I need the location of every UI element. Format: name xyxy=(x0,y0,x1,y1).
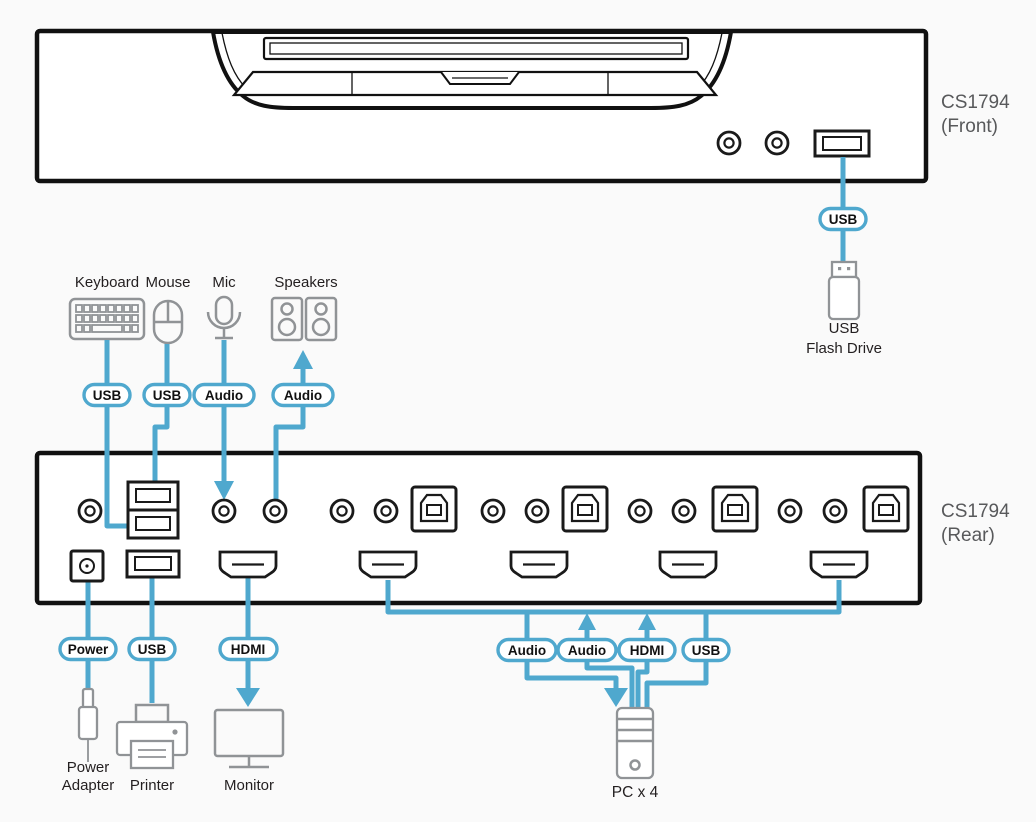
flash-usb-badge-text: USB xyxy=(829,212,858,227)
flash-usb-badge xyxy=(818,206,868,232)
mic-audio-badge xyxy=(192,382,256,408)
mic-label: Mic xyxy=(212,274,236,291)
port4-mic-jack xyxy=(777,498,803,524)
speakers-audio-badge xyxy=(271,382,335,408)
port2-audio-jack xyxy=(524,498,550,524)
rear-jack-1 xyxy=(77,498,103,524)
power-adapter-label-line1: Power xyxy=(67,759,110,776)
keyboard-usb-badge xyxy=(82,382,132,408)
power-adapter-icon xyxy=(77,687,99,762)
monitor-hdmi-badge xyxy=(218,636,279,662)
pc-audio2-badge xyxy=(556,637,618,663)
front-usb-port xyxy=(813,129,871,158)
pc-arrowhead xyxy=(604,688,628,707)
rear-power-jack xyxy=(69,549,105,583)
tray-slot-inner xyxy=(269,42,683,55)
tray-slot xyxy=(262,36,690,61)
mic-icon xyxy=(206,295,242,340)
mouse-usb-badge xyxy=(142,382,192,408)
port2-hdmi xyxy=(509,550,569,579)
port1-usbb xyxy=(410,485,458,533)
monitor-arrowhead xyxy=(236,688,260,707)
rear-monitor-hdmi xyxy=(218,550,278,579)
monitor-label: Monitor xyxy=(224,777,274,794)
rear-console-usb-ports xyxy=(126,480,180,540)
power-adapter-label-line2: Adapter xyxy=(62,777,115,794)
rear-speaker-jack xyxy=(262,498,288,524)
pc-audio1-badge-text: Audio xyxy=(508,643,546,658)
usb-flash-drive-icon xyxy=(827,260,861,321)
rear-mic-jack xyxy=(211,498,237,524)
front-tray xyxy=(211,30,733,110)
port4-audio-jack xyxy=(822,498,848,524)
power-badge-text: Power xyxy=(68,642,109,657)
port3-usbb xyxy=(711,485,759,533)
cable-badges: USB USB Audio Audio USB Power USB HDMI A… xyxy=(58,206,868,663)
front-mic-jack xyxy=(716,130,742,156)
pc-hdmi-badge-text: HDMI xyxy=(630,643,665,658)
front-audio-jack xyxy=(764,130,790,156)
connection-lines xyxy=(85,157,846,708)
printer-icon xyxy=(115,703,189,770)
pc-audio2-badge-text: Audio xyxy=(568,643,606,658)
rear-model-label: CS1794 xyxy=(941,501,1010,522)
rear-printer-usb-port xyxy=(125,549,181,579)
pc-audio1-badge xyxy=(496,637,558,663)
mic-audio-badge-text: Audio xyxy=(205,388,243,403)
pc-usb-badge xyxy=(681,637,731,663)
pc-audio2-arrowhead xyxy=(578,613,596,630)
speakers-arrowhead xyxy=(293,350,313,369)
printer-usb-badge xyxy=(127,636,177,662)
port2-usbb xyxy=(561,485,609,533)
port1-mic-jack xyxy=(329,498,355,524)
mouse-label: Mouse xyxy=(145,274,190,291)
keyboard-label: Keyboard xyxy=(75,274,139,291)
rear-ports xyxy=(69,480,910,583)
keyboard-icon xyxy=(68,297,146,341)
port3-audio-jack xyxy=(671,498,697,524)
rear-view-label: (Rear) xyxy=(941,525,995,546)
power-badge xyxy=(58,636,118,662)
speakers-label: Speakers xyxy=(274,274,337,291)
monitor-icon xyxy=(213,708,285,769)
speakers-icon xyxy=(270,296,338,342)
speakers-audio-badge-text: Audio xyxy=(284,388,322,403)
pc-label: PC x 4 xyxy=(612,784,659,801)
monitor-hdmi-badge-text: HDMI xyxy=(231,642,266,657)
printer-usb-badge-text: USB xyxy=(138,642,167,657)
port1-hdmi xyxy=(358,550,418,579)
keyboard-usb-badge-text: USB xyxy=(93,388,122,403)
mouse-usb-badge-text: USB xyxy=(153,388,182,403)
pc-tower-icon xyxy=(615,706,655,780)
port2-mic-jack xyxy=(480,498,506,524)
port1-audio-jack xyxy=(373,498,399,524)
port4-hdmi xyxy=(809,550,869,579)
port3-hdmi xyxy=(658,550,718,579)
mic-arrowhead xyxy=(214,481,234,500)
front-model-label: CS1794 xyxy=(941,92,1010,113)
pc-hdmi-arrowhead xyxy=(638,613,656,630)
port4-usbb xyxy=(862,485,910,533)
flash-label-line1: USB xyxy=(829,320,860,337)
front-view-label: (Front) xyxy=(941,116,998,137)
flash-label-line2: Flash Drive xyxy=(806,340,882,357)
printer-label: Printer xyxy=(130,777,174,794)
mouse-icon xyxy=(152,299,184,345)
port3-mic-jack xyxy=(627,498,653,524)
front-device xyxy=(34,28,929,184)
pc-usb-badge-text: USB xyxy=(692,643,721,658)
pc-hdmi-badge xyxy=(617,637,677,663)
pc-bus-line xyxy=(385,580,842,615)
